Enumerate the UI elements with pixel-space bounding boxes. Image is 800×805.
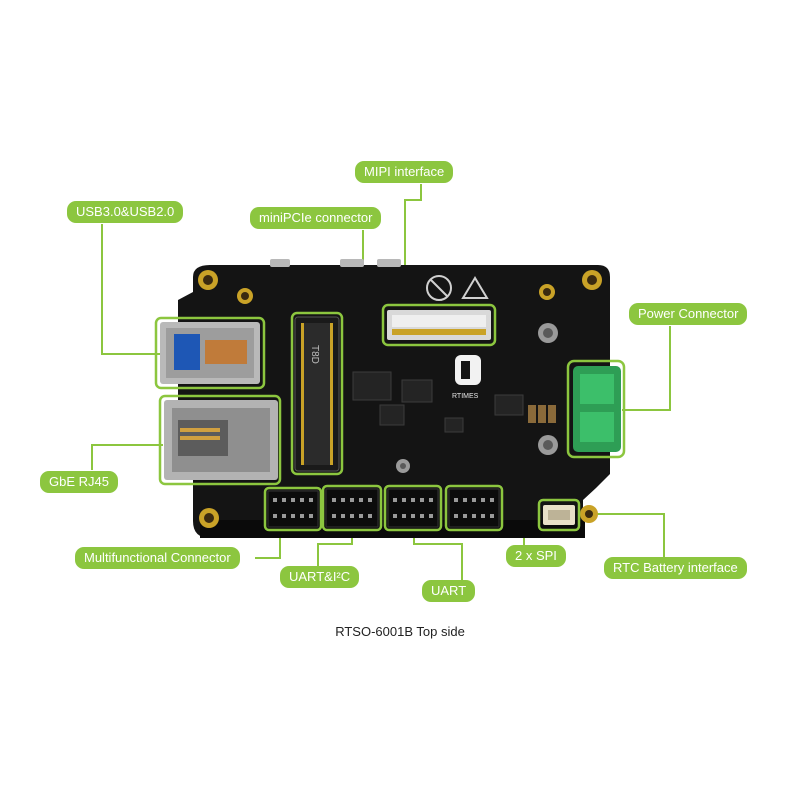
brand-logo: RTIMES xyxy=(452,355,481,400)
label-uart: UART xyxy=(422,580,476,602)
label-gbe-rj45: GbE RJ45 xyxy=(40,471,118,493)
label-spi: 2 x SPI xyxy=(506,545,566,567)
ic-chips xyxy=(352,371,556,433)
rj45-port xyxy=(164,400,278,480)
highlight-uart-i2c xyxy=(321,484,383,532)
label-power-connector: Power Connector xyxy=(629,303,748,325)
usb-port xyxy=(160,322,260,384)
leader-line-mipi xyxy=(404,184,422,305)
label-minipcie-connector: miniPCIe connector xyxy=(250,207,382,229)
warning-triangle-icon xyxy=(461,276,489,299)
highlight-multifunctional xyxy=(263,486,323,532)
leader-line-rtc xyxy=(578,513,665,561)
pcb-board xyxy=(178,265,610,538)
slot-marking-text: T8D xyxy=(309,345,320,364)
top-edge-connectors xyxy=(270,259,401,267)
highlight-spi xyxy=(444,484,504,532)
label-usb: USB3.0&USB2.0 xyxy=(67,201,184,223)
brand-text: RTIMES xyxy=(452,393,479,400)
label-rtc-battery-interface: RTC Battery interface xyxy=(604,557,747,579)
figure-caption: RTSO-6001B Top side xyxy=(335,624,465,639)
mounting-holes xyxy=(198,270,602,528)
highlight-minipcie xyxy=(290,311,344,476)
leader-line-multifunctional xyxy=(255,530,281,559)
highlight-rtc xyxy=(537,498,581,532)
label-mipi-interface: MIPI interface xyxy=(355,161,454,183)
label-multifunctional-connector: Multifunctional Connector xyxy=(75,547,240,569)
rtc-battery-connector xyxy=(543,505,575,525)
leader-line-power xyxy=(622,326,671,411)
highlight-uart xyxy=(383,484,443,532)
highlight-power xyxy=(566,359,626,459)
highlight-gbe xyxy=(158,394,282,486)
lead-free-icon xyxy=(426,275,452,301)
minipcie-slot: T8D xyxy=(294,316,340,472)
leader-line-gbe xyxy=(91,444,163,470)
highlight-usb xyxy=(154,316,266,390)
label-uart-i2c: UART&I²C xyxy=(280,566,360,588)
highlight-mipi xyxy=(381,303,497,347)
leader-line-usb xyxy=(101,224,160,355)
pin-headers xyxy=(267,488,500,528)
mipi-connector xyxy=(387,310,491,340)
power-connector xyxy=(573,366,621,452)
